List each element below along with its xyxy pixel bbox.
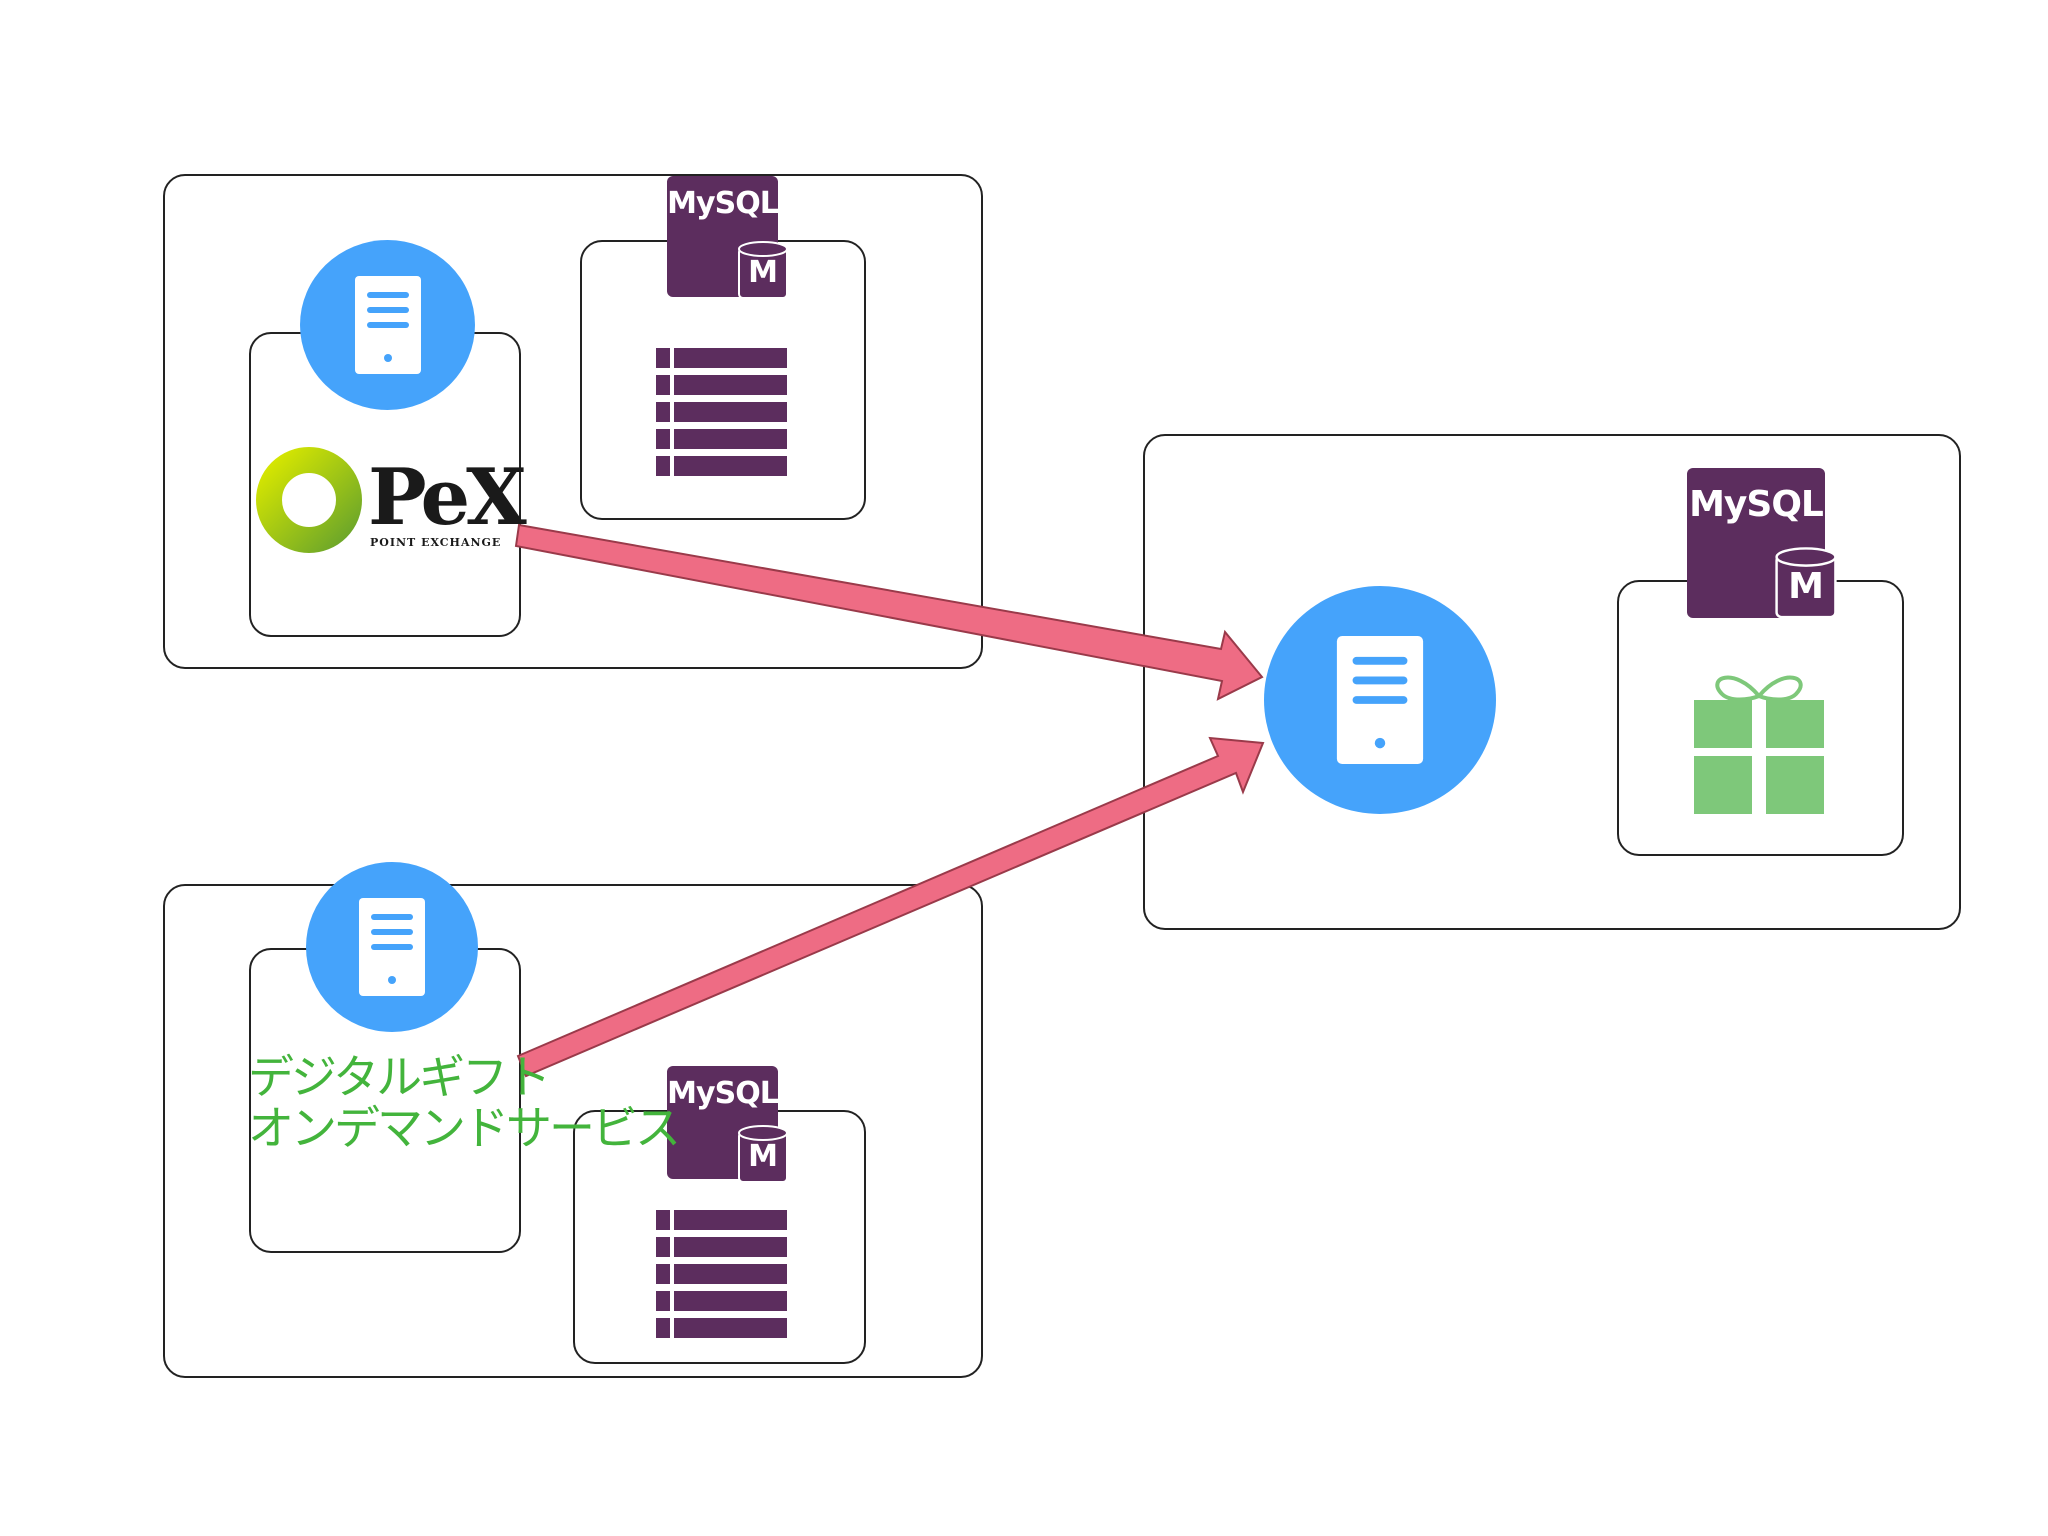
pex-logo-ring-icon [256, 447, 362, 553]
digital-gift-server-circle [306, 862, 478, 1032]
digital-gift-app-box [249, 948, 521, 1253]
mysql-label: MySQL [1689, 484, 1824, 525]
mysql-cylinder-icon: M [737, 1124, 789, 1186]
arrow-pex-to-gift-service [514, 523, 1264, 701]
digital-gift-label-line1: デジタルギフト [248, 1050, 551, 1104]
server-icon [354, 276, 421, 374]
digital-gift-mysql-badge: MySQL [667, 1066, 779, 1179]
table-icon [656, 1210, 787, 1338]
arrow-digital-gift-to-gift-service [516, 736, 1265, 1078]
mysql-m-label: M [748, 1139, 778, 1174]
gift-service-server-circle [1264, 586, 1496, 814]
mysql-label: MySQL [667, 1076, 779, 1111]
mysql-m-label: M [748, 255, 778, 290]
mysql-m-label: M [1788, 566, 1824, 607]
digital-gift-label-line2: オンデマンドサービス [248, 1100, 681, 1155]
mysql-cylinder-icon: M [1773, 546, 1839, 622]
digital-gift-label: デジタルギフト オンデマンドサービス [248, 1050, 681, 1155]
pex-logo-text: PeX [368, 452, 527, 543]
mysql-cylinder-icon: M [737, 240, 789, 302]
gift-icon [1694, 675, 1824, 814]
pex-logo-subtext: POINT EXCHANGE [370, 536, 502, 549]
table-icon [656, 348, 787, 476]
pex-server-circle [300, 240, 475, 410]
server-icon [1336, 636, 1424, 764]
mysql-label: MySQL [667, 186, 779, 221]
pex-mysql-badge: MySQL [667, 176, 779, 297]
server-icon [359, 898, 425, 996]
